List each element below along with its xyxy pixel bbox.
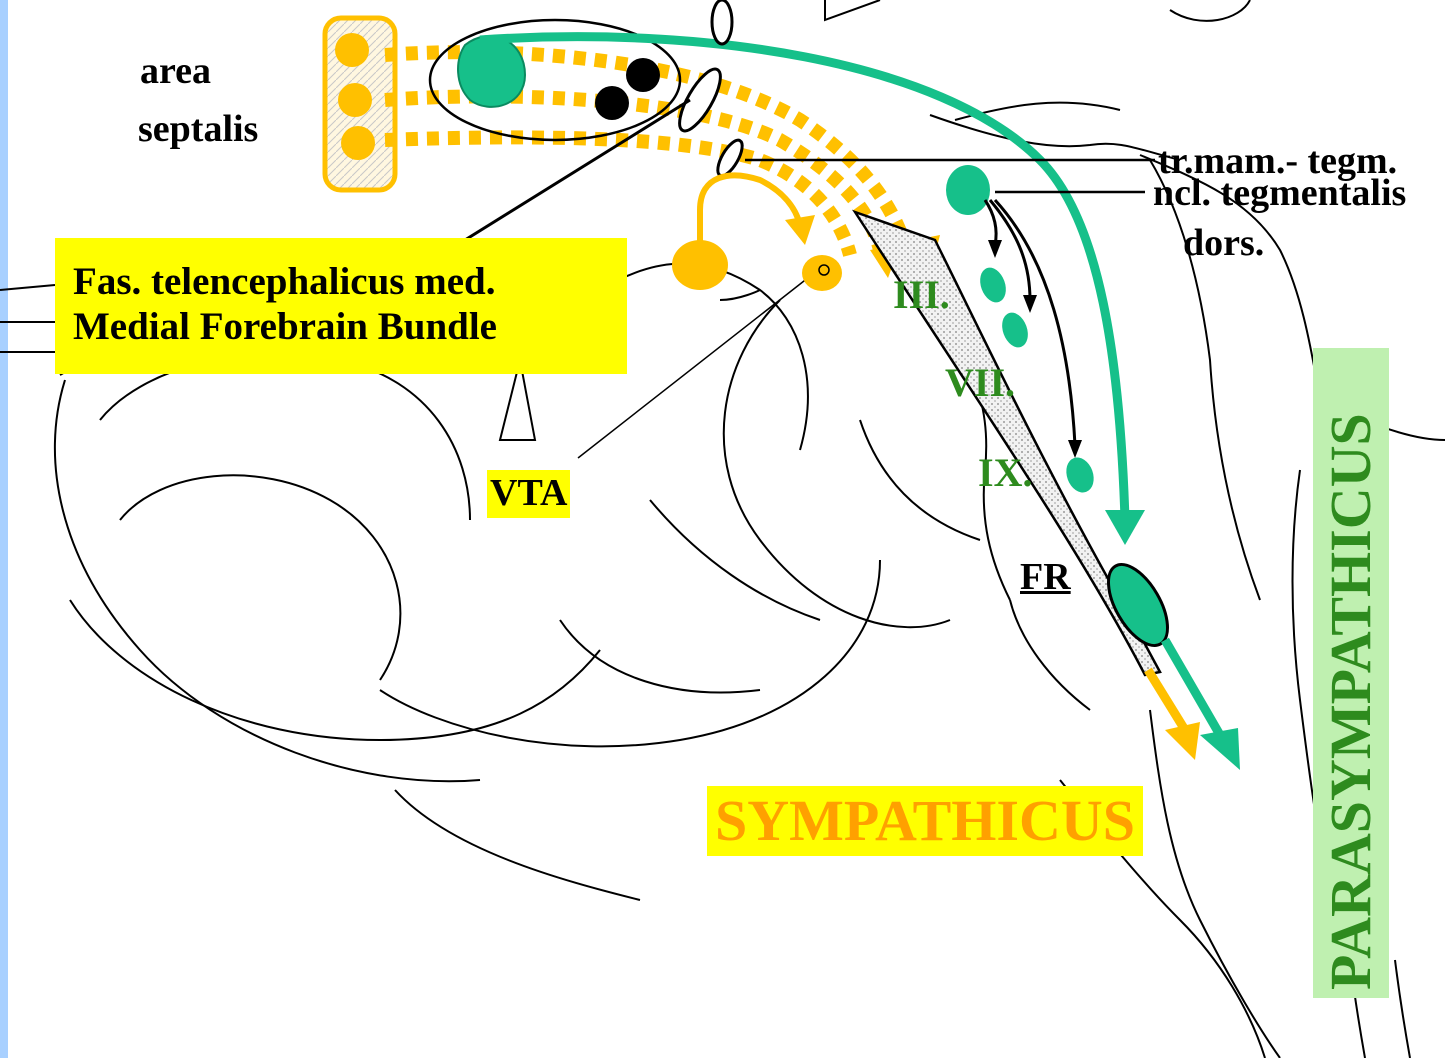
left-border — [0, 0, 8, 1058]
ncl-tegmentalis-nucleus — [946, 165, 990, 215]
fasciculus-label-1: Fas. telencephalicus med. — [73, 260, 627, 305]
teal-nucleus-vii — [998, 309, 1033, 351]
sympathetic-descending — [1148, 670, 1185, 730]
vta-label: VTA — [487, 470, 570, 518]
teal-nucleus-iii — [976, 264, 1011, 306]
black-nucleus-2 — [595, 86, 629, 120]
area-septalis-label-2: septalis — [138, 108, 258, 152]
vta-nucleus — [802, 255, 842, 291]
black-nucleus-1 — [626, 58, 660, 92]
ncl-tegmentalis-label-2: dors. — [1183, 222, 1264, 266]
parasympathetic-descending — [1165, 640, 1220, 735]
sympathicus-label: SYMPATHICUS — [707, 786, 1143, 856]
sympathetic-arrowhead — [1165, 722, 1200, 760]
roman-iii-label: III. — [893, 272, 950, 318]
yellow-neuron-body — [672, 240, 728, 290]
fasciculus-label-box: Fas. telencephalicus med. Medial Forebra… — [55, 238, 627, 374]
parasympathetic-arrowhead-2 — [1200, 728, 1240, 770]
fornix-oval-1 — [712, 0, 732, 44]
ncl-tegmentalis-label-1: ncl. tegmentalis — [1153, 172, 1406, 216]
fasciculus-label-2: Medial Forebrain Bundle — [73, 305, 627, 350]
parasympathetic-arrowhead-1 — [1105, 510, 1145, 545]
septal-nucleus-1 — [335, 33, 369, 67]
parasympathicus-label: PARASYMPATHICUS — [1313, 348, 1389, 998]
septal-nucleus-3 — [341, 126, 375, 160]
teal-nucleus-ix — [1062, 454, 1099, 497]
septal-nucleus-2 — [338, 83, 372, 117]
area-septalis-label-1: area — [140, 50, 211, 94]
roman-vii-label: VII. — [945, 360, 1015, 406]
roman-ix-label: IX. — [978, 450, 1032, 496]
teal-septal-nucleus — [458, 36, 525, 107]
yellow-axon-arrowhead — [785, 215, 815, 245]
fr-label: FR — [1020, 556, 1071, 600]
